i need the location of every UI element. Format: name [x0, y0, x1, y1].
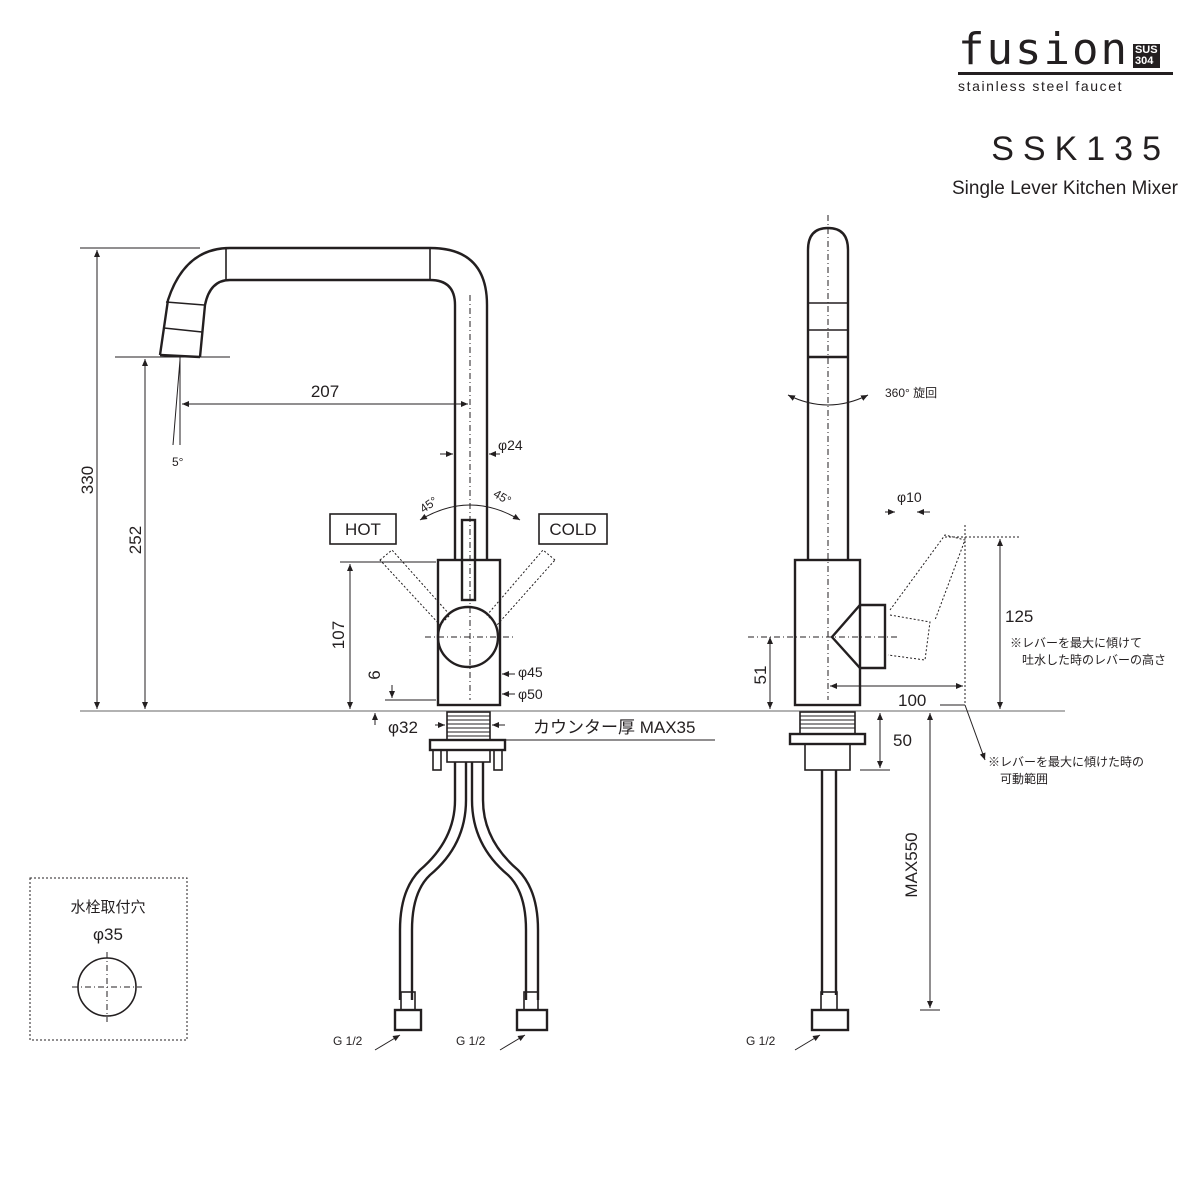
dim-gap-6: 6: [365, 670, 384, 679]
side-view-faucet: [748, 215, 1020, 1032]
connection-left: G 1/2: [333, 1034, 363, 1048]
dim-reach-207: 207: [311, 382, 339, 401]
connection-right: G 1/2: [456, 1034, 486, 1048]
dim-dia45: φ45: [518, 664, 543, 680]
brand-name: fusion: [958, 24, 1129, 75]
dim-shank-50: 50: [893, 731, 912, 750]
dim-lever-height-125: 125: [1005, 607, 1033, 626]
counter-thickness: カウンター厚 MAX35: [533, 718, 695, 737]
mounting-hole-dia: φ35: [93, 925, 123, 944]
lever-note-1: ※レバーを最大に傾けて: [1010, 636, 1142, 650]
dim-column-dia: φ24: [498, 437, 523, 453]
brand-tagline: stainless steel faucet: [958, 78, 1124, 94]
dim-spout-252: 252: [126, 526, 145, 554]
dim-rotation: 360° 旋回: [885, 386, 937, 400]
cold-label: COLD: [549, 520, 596, 539]
connection-side: G 1/2: [746, 1034, 776, 1048]
front-view-faucet: [158, 246, 556, 1032]
mounting-hole-box: [29, 877, 188, 1041]
lever-note-2: 吐水した時のレバーの高さ: [1022, 652, 1166, 667]
model-number: SSK135: [991, 130, 1170, 168]
dim-angle-right: 45°: [491, 487, 514, 508]
dim-base-51: 51: [751, 666, 770, 685]
dim-angle-left: 45°: [417, 494, 440, 516]
dim-body-107: 107: [329, 621, 348, 649]
hot-label: HOT: [345, 520, 381, 539]
dim-hose-max550: MAX550: [902, 832, 921, 897]
model-description: Single Lever Kitchen Mixer: [952, 178, 1178, 199]
dim-spout-angle: 5°: [172, 455, 184, 469]
dim-lever-range-100: 100: [898, 691, 926, 710]
badge-line2: 304: [1134, 55, 1154, 67]
dim-lever-dia: φ10: [897, 489, 922, 505]
dim-dia32: φ32: [388, 718, 418, 737]
dim-height-330: 330: [78, 466, 97, 494]
range-note-1: ※レバーを最大に傾けた時の: [988, 755, 1144, 769]
range-note-2: 可動範囲: [1000, 771, 1048, 786]
mounting-hole-label: 水栓取付穴: [70, 899, 145, 916]
badge-line1: SUS: [1134, 44, 1158, 56]
dim-dia50: φ50: [518, 686, 543, 702]
